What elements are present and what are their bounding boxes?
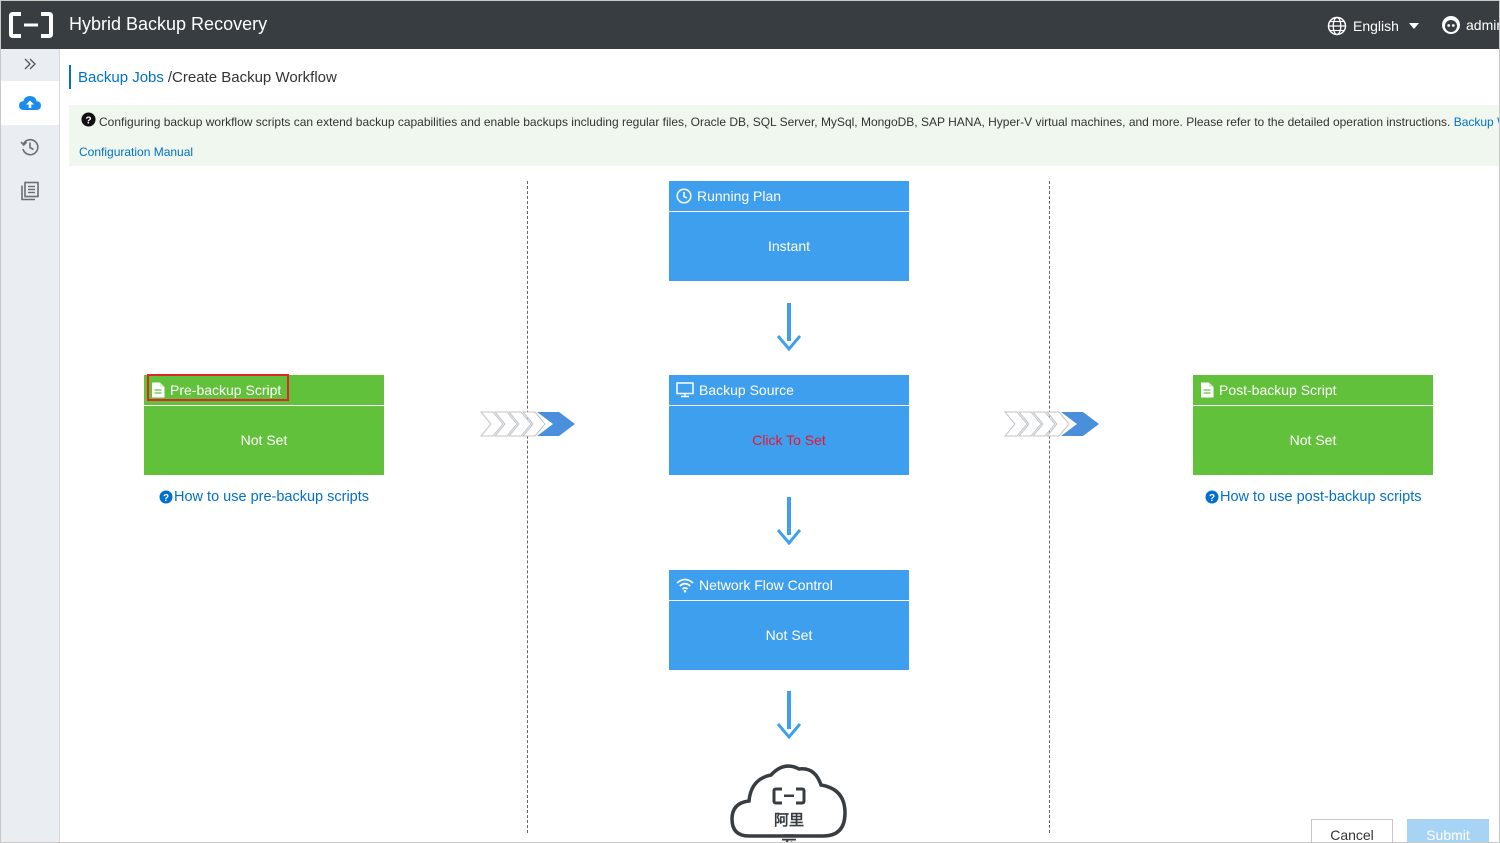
sidebar-item-backup[interactable] <box>1 81 59 125</box>
network-flow-value: Not Set <box>765 627 813 643</box>
running-plan-header: Running Plan <box>669 181 909 212</box>
sidebar-item-list[interactable] <box>1 171 59 211</box>
breadcrumb: Backup Jobs /Create Backup Workflow <box>69 65 337 89</box>
aliyun-logo-icon[interactable] <box>9 11 53 39</box>
monitor-icon <box>676 382 694 398</box>
post-backup-value: Not Set <box>1289 432 1337 448</box>
wifi-icon <box>676 578 694 593</box>
cloud-upload-icon <box>19 96 41 110</box>
post-backup-script-card[interactable]: Post-backup Script Not Set <box>1193 375 1433 475</box>
user-avatar-icon <box>1442 16 1460 34</box>
sidebar <box>1 49 60 842</box>
submit-button[interactable]: Submit <box>1407 819 1489 842</box>
question-circle-icon: ? <box>159 490 173 504</box>
aliyun-cloud-destination: 阿里云 <box>729 761 849 843</box>
breadcrumb-current: /Create Backup Workflow <box>167 68 337 86</box>
arrow-down-icon <box>777 497 801 545</box>
network-flow-header: Network Flow Control <box>669 570 909 601</box>
svg-text:?: ? <box>85 115 91 126</box>
pre-backup-header: Pre-backup Script <box>144 375 384 406</box>
document-icon <box>1201 382 1214 398</box>
network-flow-control-card[interactable]: Network Flow Control Not Set <box>669 570 909 670</box>
arrow-down-icon <box>777 303 801 351</box>
flow-chevrons-icon <box>479 411 575 437</box>
svg-text:?: ? <box>163 493 169 504</box>
flow-chevrons-icon <box>1003 411 1099 437</box>
top-bar: Hybrid Backup Recovery English admin <box>1 1 1499 49</box>
language-selector[interactable]: English <box>1327 15 1419 37</box>
backup-source-title: Backup Source <box>699 382 794 398</box>
post-backup-help-link[interactable]: ? How to use post-backup scripts <box>1205 489 1421 505</box>
username: admin <box>1466 17 1499 33</box>
info-notice: ? Configuring backup workflow scripts ca… <box>69 105 1499 166</box>
running-plan-title: Running Plan <box>697 188 782 204</box>
post-backup-header: Post-backup Script <box>1193 375 1433 406</box>
notice-line1: Configuring backup workflow scripts can … <box>99 115 1499 129</box>
highlight-box <box>147 374 289 401</box>
backup-source-click-to-set[interactable]: Click To Set <box>752 432 826 448</box>
pre-backup-script-card[interactable]: Pre-backup Script Not Set <box>144 374 384 475</box>
svg-text:?: ? <box>1209 493 1215 504</box>
pre-backup-help-text: How to use pre-backup scripts <box>174 489 370 505</box>
running-plan-value: Instant <box>767 238 811 254</box>
list-icon <box>21 181 39 201</box>
notice-text: Configuring backup workflow scripts can … <box>99 115 1451 129</box>
history-icon <box>20 138 39 156</box>
post-backup-help-text: How to use post-backup scripts <box>1220 489 1422 505</box>
arrow-down-icon <box>777 691 801 739</box>
aliyun-logo-text: 阿里云 <box>773 811 804 843</box>
globe-icon <box>1327 16 1347 36</box>
pre-backup-help-link[interactable]: ? How to use pre-backup scripts <box>159 489 369 505</box>
document-icon <box>152 382 165 398</box>
question-circle-icon: ? <box>1205 490 1219 504</box>
double-chevron-right-icon <box>24 58 36 70</box>
workflow-manual-link[interactable]: Backup Workflow <box>1453 115 1499 129</box>
question-circle-icon: ? <box>81 112 96 127</box>
pre-backup-title: Pre-backup Script <box>170 382 282 398</box>
backup-source-header: Backup Source <box>669 375 909 406</box>
breadcrumb-backup-jobs-link[interactable]: Backup Jobs <box>78 68 164 86</box>
post-backup-title: Post-backup Script <box>1219 382 1337 398</box>
workflow-manual-link-continued[interactable]: Configuration Manual <box>79 145 194 159</box>
sidebar-item-history[interactable] <box>1 127 59 167</box>
cancel-button[interactable]: Cancel <box>1311 819 1393 842</box>
clock-icon <box>676 188 692 204</box>
divider-right <box>1049 181 1050 833</box>
backup-source-card[interactable]: Backup Source Click To Set <box>669 375 909 475</box>
pre-backup-value: Not Set <box>240 432 288 448</box>
caret-down-icon <box>1408 23 1419 29</box>
network-flow-title: Network Flow Control <box>699 577 833 593</box>
app-title: Hybrid Backup Recovery <box>69 14 268 34</box>
running-plan-card[interactable]: Running Plan Instant <box>669 181 909 281</box>
user-menu[interactable]: admin <box>1441 15 1499 35</box>
language-label: English <box>1353 18 1399 34</box>
notice-line2: Configuration Manual <box>79 145 193 159</box>
divider-left <box>527 181 528 833</box>
cloud-icon <box>730 764 847 838</box>
sidebar-expand-button[interactable] <box>1 49 59 79</box>
